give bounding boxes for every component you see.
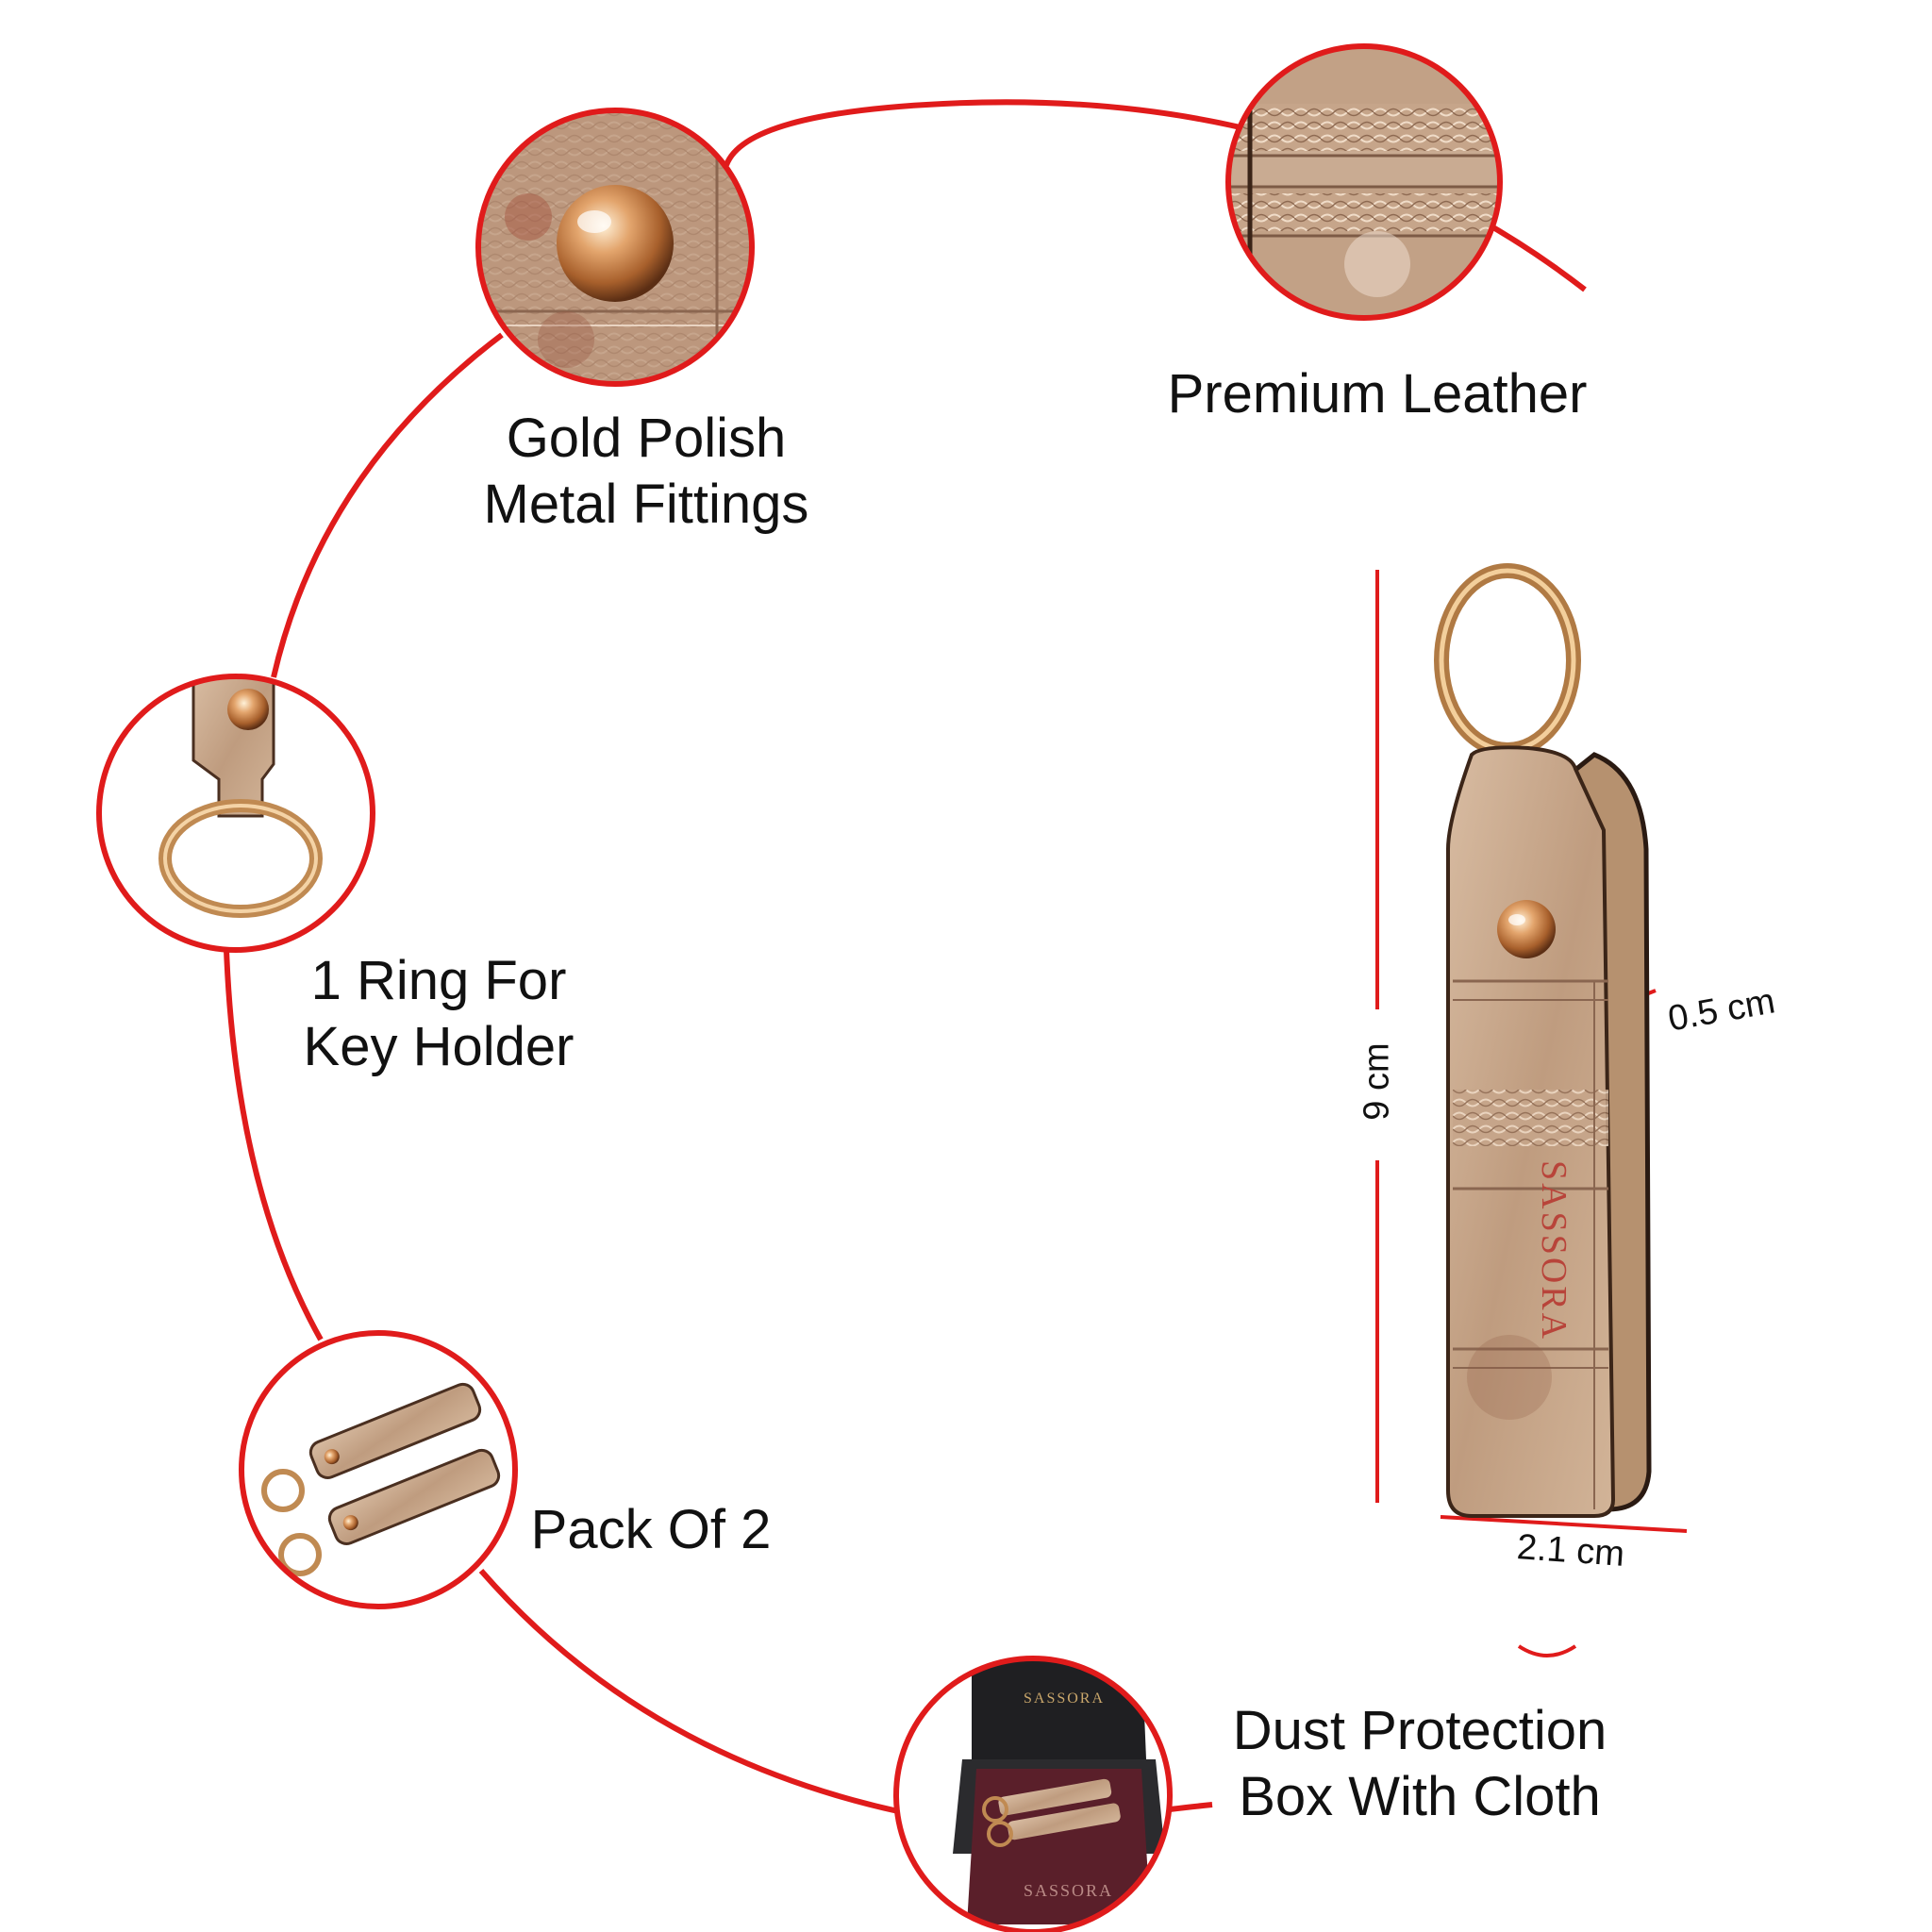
- feature-line: Pack Of 2: [530, 1499, 772, 1560]
- feature-line: Key Holder: [303, 1016, 575, 1077]
- connector-arc: [271, 332, 504, 678]
- feature-label-dust-box: Dust Protection Box With Cloth: [1217, 1698, 1623, 1830]
- keychain-product: SASSORA: [1434, 563, 1652, 1518]
- height-dimension-label: 9 cm: [1357, 1042, 1397, 1121]
- pair-keychain-icon: [239, 1330, 518, 1609]
- feature-line: Box With Cloth: [1239, 1766, 1601, 1827]
- feature-line: Premium Leather: [1167, 363, 1588, 425]
- width-dimension-line: [1440, 1515, 1688, 1533]
- gold-stud-icon: [475, 108, 755, 387]
- feature-line: 1 Ring For: [310, 950, 567, 1011]
- feature-label-premium-leather: Premium Leather: [1151, 361, 1604, 427]
- feature-label-pack-of-two: Pack Of 2: [514, 1497, 788, 1563]
- feature-label-gold-fittings: Gold Polish Metal Fittings: [443, 406, 849, 538]
- feature-label-key-ring: 1 Ring For Key Holder: [274, 948, 604, 1080]
- feature-line: Dust Protection: [1232, 1700, 1607, 1761]
- connector-arc: [1169, 1802, 1213, 1812]
- connector-arc: [478, 1569, 899, 1814]
- key-ring-icon: [96, 674, 375, 953]
- gift-box-icon: SASSORA SASSORA: [893, 1656, 1173, 1932]
- feature-line: Metal Fittings: [483, 474, 809, 535]
- cloth-brand-text: SASSORA: [1024, 1881, 1113, 1900]
- strap-brand-text: SASSORA: [1534, 1160, 1574, 1341]
- feature-line: Gold Polish: [506, 408, 787, 469]
- connector-arc: [224, 949, 324, 1341]
- leather-texture-icon: [1225, 43, 1503, 321]
- box-brand-text: SASSORA: [1024, 1690, 1105, 1707]
- connector-arc: [1517, 1644, 1577, 1657]
